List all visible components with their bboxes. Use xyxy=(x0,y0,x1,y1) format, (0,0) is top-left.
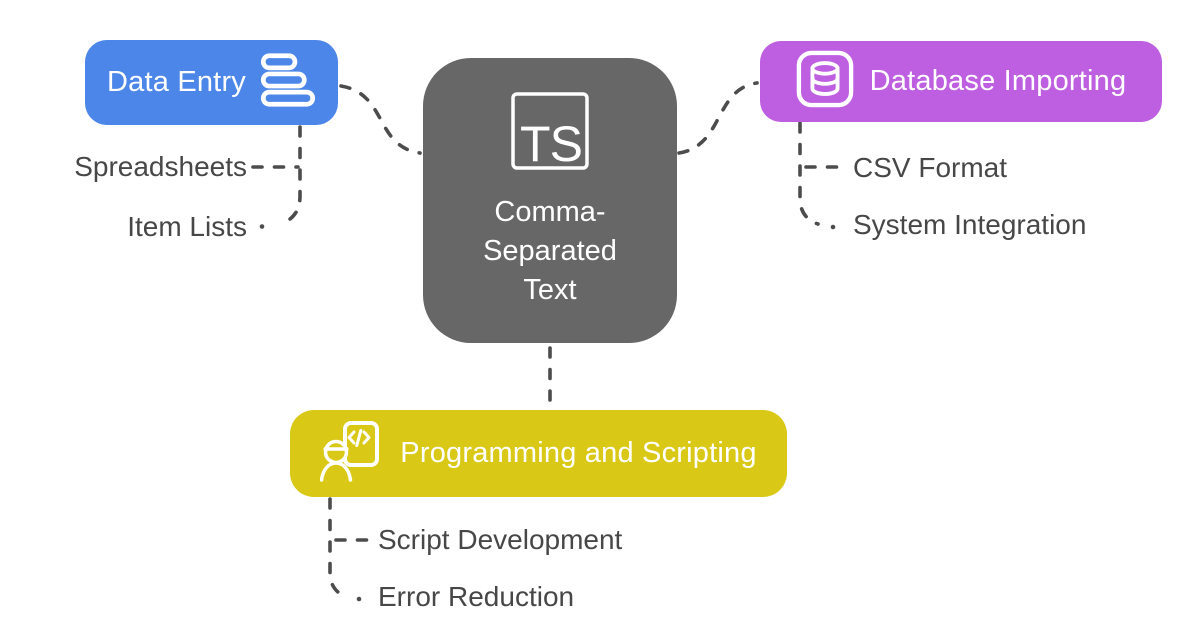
subtopic-script-development[interactable]: Script Development xyxy=(378,524,623,555)
node-data-entry[interactable]: Data Entry xyxy=(85,40,338,125)
connector-database-children xyxy=(798,121,820,226)
connector-dataentry-center xyxy=(339,84,422,155)
subtopic-error-reduction[interactable]: Error Reduction xyxy=(378,581,575,612)
database-icon xyxy=(796,50,854,113)
connector-itemlists-dot xyxy=(259,224,265,229)
subtopic-spreadsheets[interactable]: Spreadsheets xyxy=(74,151,247,182)
node-database-importing[interactable]: Database Importing xyxy=(760,41,1162,122)
node-data-entry-label: Data Entry xyxy=(107,66,246,98)
node-database-importing-label: Database Importing xyxy=(869,65,1127,97)
central-node-label: Comma- Separated Text xyxy=(483,195,617,306)
node-comma-separated-text[interactable]: TS Comma- Separated Text xyxy=(423,58,677,343)
subtopic-csv-format[interactable]: CSV Format xyxy=(853,152,1008,183)
connector-center-database xyxy=(677,81,759,155)
ts-badge-icon: TS xyxy=(511,91,589,175)
subtopic-item-lists[interactable]: Item Lists xyxy=(127,211,247,242)
connector-errorreduction-dot xyxy=(356,596,362,602)
connector-systemintegration-dot xyxy=(830,224,836,230)
node-programming-and-scripting[interactable]: Programming and Scripting xyxy=(290,410,787,497)
developer-icon xyxy=(320,419,384,488)
connector-programming-children xyxy=(328,497,350,599)
svg-text:TS: TS xyxy=(520,116,582,170)
node-programming-and-scripting-label: Programming and Scripting xyxy=(400,437,757,469)
connector-dataentry-children xyxy=(281,125,302,225)
subtopic-system-integration[interactable]: System Integration xyxy=(853,209,1087,240)
list-bars-icon xyxy=(260,52,316,113)
